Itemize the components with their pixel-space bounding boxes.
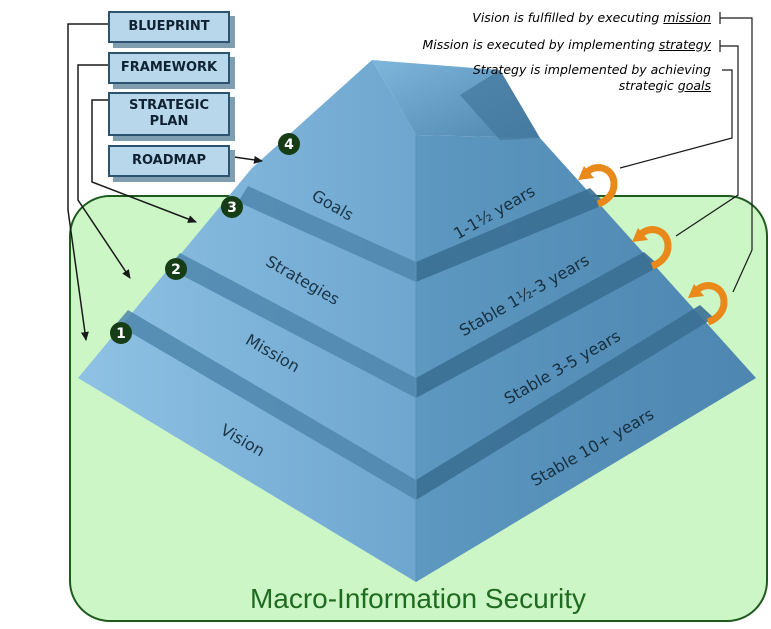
strategy-note-line2: strategic goals — [473, 78, 711, 94]
connector-framework — [77, 64, 131, 279]
connector-strategic-plan — [91, 99, 197, 223]
connector-strategy-note — [619, 69, 733, 169]
marker-2: 2 — [165, 258, 187, 280]
marker-1: 1 — [110, 322, 132, 344]
vision-note-text: Vision is fulfilled by executing — [472, 10, 664, 25]
strategic-plan-line2: PLAN — [149, 114, 189, 129]
marker-3: 3 — [221, 196, 243, 218]
blueprint-text: BLUEPRINT — [128, 19, 210, 34]
marker-3-label: 3 — [227, 200, 237, 216]
band-right-3 — [416, 305, 714, 500]
pyramid-cap-shade — [460, 70, 540, 140]
strategic-plan-line1: STRATEGIC — [128, 98, 210, 113]
band-left-1 — [238, 186, 416, 282]
marker-4: 4 — [278, 133, 300, 155]
strategy-note: Strategy is implemented by achieving str… — [473, 62, 711, 94]
mission-note-key: strategy — [658, 37, 711, 52]
connector-vision-note — [719, 12, 753, 293]
pyramid-left-face — [78, 60, 416, 582]
roadmap-text: ROADMAP — [131, 153, 207, 168]
connector-mission-note — [675, 40, 739, 237]
framework-label: FRAMEWORK — [108, 52, 230, 84]
marker-2-label: 2 — [171, 262, 181, 278]
panel-caption: Macro-Information Security — [250, 583, 586, 614]
mission-note: Mission is executed by implementing stra… — [422, 37, 711, 53]
framework-text: FRAMEWORK — [120, 60, 218, 75]
vision-note-key: mission — [663, 10, 711, 25]
vision-note: Vision is fulfilled by executing mission — [472, 10, 711, 26]
band-right-1 — [416, 188, 606, 282]
strategy-note-text: strategic — [618, 78, 678, 93]
marker-1-label: 1 — [116, 326, 126, 342]
roadmap-label: ROADMAP — [108, 145, 230, 177]
connector-roadmap — [233, 155, 263, 164]
blueprint-label: BLUEPRINT — [108, 11, 230, 43]
strategy-note-key: goals — [677, 78, 711, 93]
marker-4-label: 4 — [284, 137, 294, 153]
band-left-3 — [116, 310, 416, 500]
cycle-arrow-strategies-icon — [632, 226, 672, 270]
strategic-plan-label: STRATEGIC PLAN — [108, 92, 230, 136]
band-right-2 — [416, 252, 660, 398]
cycle-arrow-goals-icon — [578, 164, 618, 208]
cycle-arrow-mission-icon — [688, 282, 728, 326]
band-left-2 — [168, 253, 416, 398]
mission-note-text: Mission is executed by implementing — [422, 37, 659, 52]
connector-blueprint — [67, 23, 108, 341]
strategy-note-line1: Strategy is implemented by achieving — [472, 62, 711, 77]
